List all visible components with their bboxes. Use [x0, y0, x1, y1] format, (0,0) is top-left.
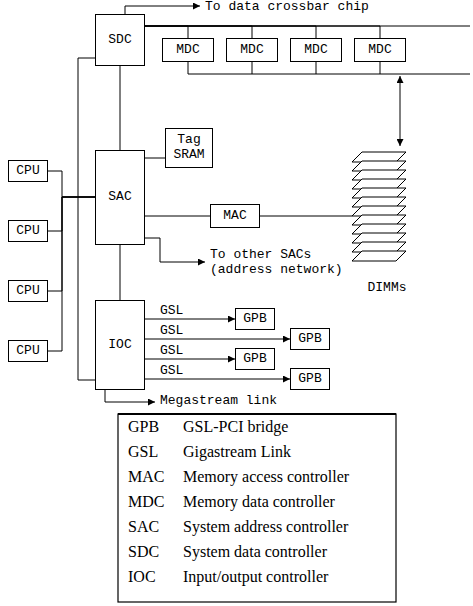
dimm-data-arrow [400, 76, 401, 146]
bus-line [145, 26, 380, 38]
mdc-stub [316, 62, 317, 74]
box-label: Tag SRAM [168, 133, 210, 163]
box-label: SDC [108, 33, 131, 48]
box-label: CPU [16, 224, 39, 239]
table-cell: IOC [128, 568, 156, 586]
link-label: GSL [159, 304, 184, 317]
bus-line [120, 245, 121, 300]
table-cell: SAC [128, 518, 159, 536]
box-label: CPU [16, 344, 39, 359]
dimm-stack: DIMMs [352, 148, 422, 298]
bus-line [48, 197, 95, 291]
address-network-arrow [145, 238, 205, 262]
table-cell: Input/output controller [183, 568, 328, 586]
link-label: GSL [159, 364, 184, 377]
dimm-stack-drawing [352, 148, 422, 266]
gsl-pci-bridge: GPB [235, 348, 275, 370]
gsl-pci-bridge: GPB [290, 368, 330, 390]
box-label: CPU [16, 284, 39, 299]
gsl-pci-bridge: GPB [235, 308, 275, 330]
bus-line [48, 197, 95, 351]
memory-data-controller: MDC [290, 38, 342, 62]
table-cell: System data controller [183, 543, 327, 561]
arrow-label: Megastream link [160, 394, 277, 409]
bus-line [145, 216, 210, 217]
cpu-box: CPU [8, 220, 48, 242]
megastream-arrow [105, 390, 155, 402]
legend-table-frame [118, 414, 396, 602]
system-data-controller: SDC [95, 14, 145, 66]
gigastream-link [145, 379, 290, 380]
memory-data-controller: MDC [354, 38, 406, 62]
mdc-stub [380, 62, 381, 74]
link-label: GSL [159, 344, 184, 357]
bus-line [48, 197, 95, 231]
io-controller: IOC [95, 300, 145, 390]
table-cell: Memory data controller [183, 493, 335, 511]
box-label: DIMMs [367, 281, 406, 296]
table-cell: Memory access controller [183, 468, 349, 486]
gigastream-link [145, 359, 235, 360]
bus-line [145, 26, 316, 38]
bus-line [260, 216, 352, 217]
box-label: SAC [108, 190, 131, 205]
mdc-stub [252, 62, 253, 74]
legend-table-rule [118, 413, 396, 415]
system-address-controller: SAC [95, 150, 145, 245]
bus-line [145, 26, 188, 38]
dimm-module [352, 251, 406, 261]
bus-line [78, 58, 95, 380]
box-label: CPU [16, 164, 39, 179]
box-label: MAC [223, 209, 246, 224]
box-label: MDC [240, 43, 263, 58]
cpu-box: CPU [8, 160, 48, 182]
box-label: GPB [243, 312, 266, 327]
box-label: MDC [304, 43, 327, 58]
cpu-box: CPU [8, 340, 48, 362]
gsl-pci-bridge: GPB [290, 328, 330, 350]
table-cell: GSL-PCI bridge [183, 418, 288, 436]
link-label: GSL [159, 324, 184, 337]
arrow-label: To data crossbar chip [205, 0, 369, 15]
table-cell: SDC [128, 543, 159, 561]
table-cell: GSL [128, 443, 158, 461]
gigastream-link [145, 319, 235, 320]
memory-access-controller: MAC [210, 204, 260, 228]
table-cell: MDC [128, 493, 164, 511]
bus-line [120, 66, 121, 150]
memory-data-line [188, 74, 470, 75]
memory-data-controller: MDC [226, 38, 278, 62]
bus-line [48, 171, 95, 197]
box-label: IOC [108, 338, 131, 353]
mdc-stub [188, 62, 189, 74]
box-label: GPB [243, 352, 266, 367]
box-label: GPB [298, 372, 321, 387]
bus-line [145, 158, 165, 159]
table-cell: Gigastream Link [183, 443, 291, 461]
table-cell: MAC [128, 468, 164, 486]
table-cell: System address controller [183, 518, 348, 536]
table-cell: GPB [128, 418, 159, 436]
tag-sram-box: Tag SRAM [165, 128, 213, 168]
arrow-label: To other SACs (address network) [210, 248, 350, 278]
box-label: MDC [368, 43, 391, 58]
cpu-box: CPU [8, 280, 48, 302]
box-label: GPB [298, 332, 321, 347]
gigastream-link [145, 339, 290, 340]
crossbar-arrow [125, 6, 200, 14]
box-label: MDC [176, 43, 199, 58]
memory-data-controller: MDC [162, 38, 214, 62]
bus-line [145, 26, 252, 38]
